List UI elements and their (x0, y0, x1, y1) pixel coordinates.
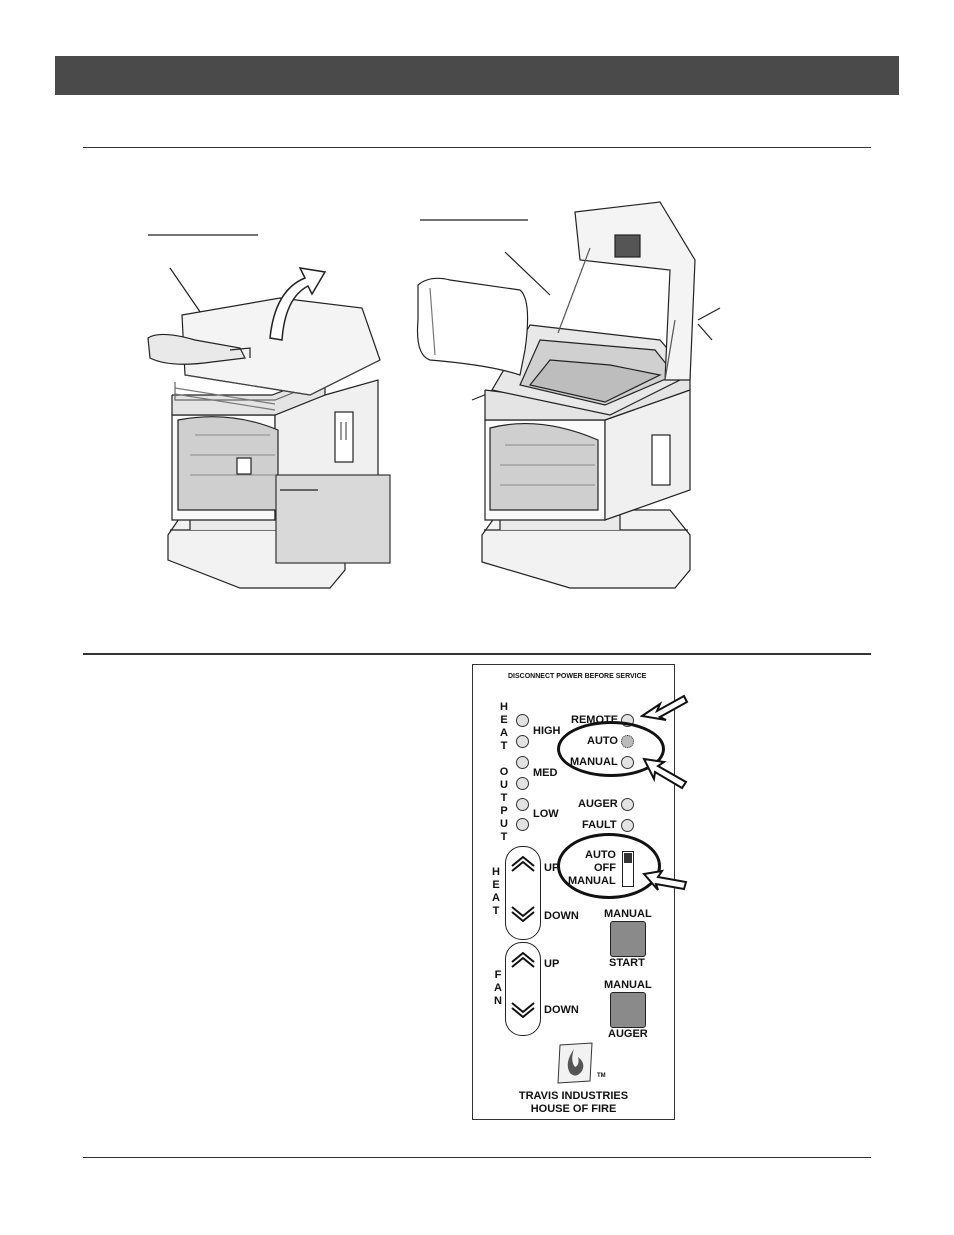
heat-output-led-1 (516, 714, 529, 727)
pointer-arrows (640, 694, 689, 891)
fault-led (621, 819, 634, 832)
manual-auger-top-label: MANUAL (604, 979, 652, 991)
auger-led (621, 798, 634, 811)
heat-output-led-3 (516, 756, 529, 769)
divider-middle (83, 653, 871, 655)
heat-output-led-5 (516, 798, 529, 811)
heat-output-led-4 (516, 777, 529, 790)
panel-warning: DISCONNECT POWER BEFORE SERVICE (508, 673, 647, 680)
right-leader-line-4 (697, 323, 713, 341)
fan-up-label: UP (544, 958, 560, 970)
heat-high-label: HIGH (533, 725, 561, 737)
heat-output-label: H E A T O U T P U T (499, 701, 509, 843)
fan-up-icon[interactable] (510, 950, 536, 968)
trademark-mark: TM (597, 1073, 606, 1079)
brand-line-2: HOUSE OF FIRE (530, 1103, 617, 1115)
heat-down-icon[interactable] (510, 906, 536, 924)
heat-control-label: H E A T (492, 866, 500, 917)
manual-start-bottom-label: START (609, 957, 645, 969)
control-panel: DISCONNECT POWER BEFORE SERVICE H E A T … (472, 664, 675, 1120)
heat-down-label: DOWN (544, 910, 579, 922)
right-leader-line-3 (697, 307, 721, 321)
fault-label: FAULT (582, 819, 617, 831)
heat-up-label: UP (544, 862, 560, 874)
manual-start-top-label: MANUAL (604, 908, 652, 920)
fan-control-label: F A N (494, 969, 502, 1007)
fan-down-label: DOWN (544, 1004, 579, 1016)
brand-line-1: TRAVIS INDUSTRIES (518, 1090, 629, 1102)
divider-bottom (83, 1157, 871, 1158)
switch-highlight (557, 833, 661, 899)
right-stove-drawing (416, 201, 696, 589)
callout-box (275, 474, 391, 564)
arrow-to-switch-icon (642, 869, 688, 891)
arrow-to-remote-icon (640, 694, 689, 721)
heat-output-led-2 (516, 735, 529, 748)
divider-top (83, 147, 871, 148)
heat-med-label: MED (533, 767, 558, 779)
manual-start-button[interactable] (610, 921, 646, 957)
heat-output-led-6 (516, 818, 529, 831)
arrow-to-manual-icon (642, 757, 688, 790)
auger-label: AUGER (578, 798, 618, 810)
manual-auger-button[interactable] (610, 992, 646, 1028)
heat-low-label: LOW (533, 808, 559, 820)
section-header-bar (55, 56, 899, 95)
heat-up-icon[interactable] (510, 854, 536, 872)
mode-leds-highlight (557, 721, 665, 777)
manual-auger-bottom-label: AUGER (608, 1028, 648, 1040)
right-leader-line-1 (504, 251, 551, 296)
stove-illustrations (147, 201, 721, 589)
travis-flame-logo-icon (557, 1042, 593, 1084)
fan-down-icon[interactable] (510, 1002, 536, 1020)
